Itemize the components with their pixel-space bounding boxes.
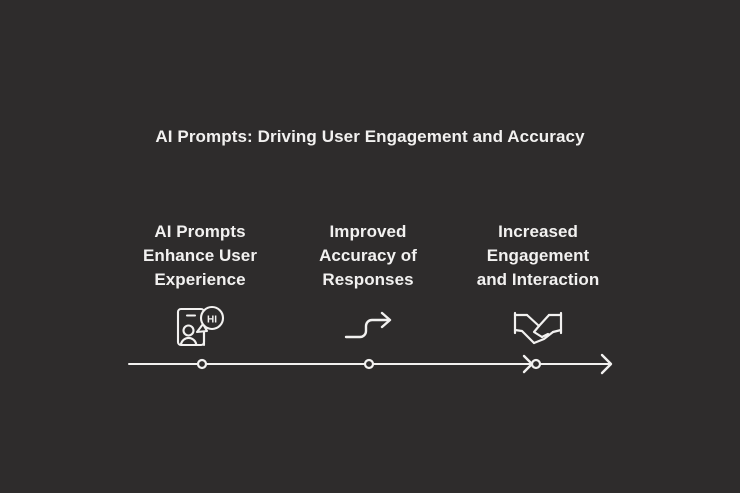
- milestone-3-label: Increased Engagement and Interaction: [453, 220, 623, 292]
- milestone-1-label-line-3: Experience: [154, 270, 246, 289]
- timeline-axis-svg: [128, 353, 613, 375]
- handshake-icon: [513, 311, 563, 345]
- milestone-1-icon-wrap: HI: [115, 303, 285, 349]
- timeline-marker-2[interactable]: [363, 358, 375, 370]
- timeline-milestone-3: Increased Engagement and Interaction: [453, 220, 623, 349]
- timeline-end-arrowhead: [600, 353, 613, 375]
- milestone-3-label-line-1: Increased: [498, 222, 578, 241]
- timeline-marker-3[interactable]: [530, 358, 542, 370]
- phone-chat-hi-icon: HI: [176, 305, 225, 347]
- milestone-1-label-line-1: AI Prompts: [154, 222, 246, 241]
- timeline-axis: [115, 348, 625, 382]
- timeline-marker-1[interactable]: [196, 358, 208, 370]
- milestone-2-label-line-3: Responses: [322, 270, 414, 289]
- timeline-milestone-1: AI Prompts Enhance User Experience: [115, 220, 285, 349]
- speech-bubble-text: HI: [207, 315, 217, 326]
- milestone-2-label-line-1: Improved: [329, 222, 407, 241]
- milestone-3-label-line-2: Engagement: [486, 246, 590, 265]
- milestone-2-label-line-2: Accuracy of: [319, 246, 417, 265]
- milestone-3-label-line-3: and Interaction: [476, 270, 600, 289]
- milestone-1-label-line-2: Enhance User: [143, 246, 257, 265]
- speech-bubble-circle: [199, 305, 225, 331]
- milestone-2-icon-wrap: [283, 303, 453, 349]
- page-title: AI Prompts: Driving User Engagement and …: [155, 127, 585, 146]
- timeline-milestone-2: Improved Accuracy of Responses: [283, 220, 453, 349]
- rising-step-arrow-icon: [344, 311, 392, 339]
- milestone-1-label: AI Prompts Enhance User Experience: [115, 220, 285, 292]
- milestone-3-icon-wrap: [453, 303, 623, 349]
- milestone-2-label: Improved Accuracy of Responses: [283, 220, 453, 292]
